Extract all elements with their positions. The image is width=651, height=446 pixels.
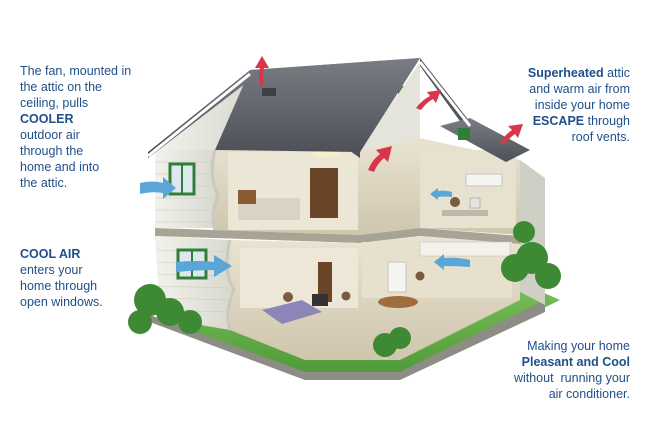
floor-slab	[155, 228, 520, 244]
hot-arrow-gable-vent	[416, 90, 441, 110]
red-airflow-arrow-icon	[255, 56, 269, 86]
pleasant-caption-line-1: Making your home	[527, 339, 630, 353]
foundation	[150, 300, 545, 380]
dormer-window	[458, 128, 470, 140]
super-caption-line-4: ESCAPE through	[486, 113, 630, 129]
red-airflow-arrow-icon	[416, 90, 441, 110]
super-caption-attic: attic	[603, 66, 630, 80]
blue-airflow-arrow-icon	[430, 188, 452, 200]
hot-arrow-attic-center	[368, 146, 392, 172]
person-in-kitchen	[415, 271, 425, 281]
hot-arrow-dormer	[500, 124, 523, 145]
cool-arrow-upper-window	[140, 177, 176, 199]
fan-caption-line-2: the attic on the	[20, 80, 103, 94]
interior-door	[318, 262, 332, 302]
roof-eave-left	[147, 72, 251, 158]
cool-arrow-lower-right	[434, 254, 470, 270]
blue-airflow-arrow-icon	[434, 254, 470, 270]
cool-air-caption: COOL AIR enters your home through open w…	[20, 246, 103, 310]
fan-caption-line-6: through the	[20, 144, 84, 158]
cool-arrow-upper-right	[430, 188, 452, 200]
roof-surface	[215, 58, 420, 152]
pleasant-caption-line-2-wrap: Pleasant and Cool	[478, 354, 630, 370]
shrubs-right	[373, 221, 561, 357]
closet-door	[310, 168, 338, 218]
pleasant-caption-line-4: air conditioner.	[548, 387, 630, 401]
cool-arrow-lower-window	[176, 255, 232, 277]
super-caption-line-5: roof vents.	[571, 130, 630, 144]
roof-eave-right	[418, 61, 472, 127]
cutaway-edge	[210, 149, 220, 231]
super-caption-escape: ESCAPE	[532, 114, 585, 128]
fan-caption-line-3: ceiling, pulls	[20, 96, 89, 110]
cross-gable-roof	[420, 58, 470, 124]
pleasant-caption-heading: Pleasant and Cool	[521, 355, 630, 369]
fan-caption-cooler: COOLER	[20, 112, 74, 126]
air-conditioner-unit	[465, 173, 503, 187]
desk	[442, 210, 488, 216]
fan-caption: The fan, mounted in the attic on the cei…	[20, 63, 131, 191]
cool-caption-line-4: open windows.	[20, 295, 103, 309]
tv-set	[312, 294, 328, 306]
pleasant-caption-line-3: without running your	[513, 371, 630, 385]
person-on-sofa	[283, 292, 293, 302]
bed-headboard	[238, 190, 256, 204]
blue-airflow-arrow-icon	[140, 177, 176, 199]
cool-caption-line-3: home through	[20, 279, 98, 293]
fan-caption-line-8: the attic.	[20, 176, 68, 190]
fan-caption-line-5: outdoor air	[20, 128, 80, 142]
fan-caption-line-7: home and into	[20, 160, 100, 174]
super-caption-line-3: inside your home	[534, 98, 630, 112]
cutaway-edge-lower	[225, 239, 236, 331]
pleasant-caption: Making your home Pleasant and Cool witho…	[478, 338, 630, 402]
red-airflow-arrow-icon	[500, 124, 523, 145]
office-back-wall	[420, 150, 516, 228]
superheated-caption: Superheated attic and warm air from insi…	[486, 65, 630, 145]
cool-caption-line-2: enters your	[20, 263, 83, 277]
computer-monitor	[469, 197, 481, 209]
red-airflow-arrow-icon	[368, 146, 392, 172]
super-caption-line-2: and warm air from	[529, 82, 630, 96]
person-at-desk	[450, 197, 460, 207]
cool-caption-heading: COOL AIR	[20, 247, 81, 261]
shrubs-left	[128, 284, 202, 334]
super-caption-superheated: Superheated	[527, 66, 604, 80]
blue-airflow-arrow-icon	[176, 255, 232, 277]
super-caption-line-1: Superheated attic	[486, 65, 630, 81]
upper-window	[168, 162, 196, 196]
fan-caption-line-1: The fan, mounted in	[20, 64, 132, 78]
sofa	[262, 300, 322, 324]
refrigerator	[387, 261, 407, 293]
roof-vent	[262, 88, 276, 96]
super-caption-through: through	[584, 114, 630, 128]
person-standing	[341, 291, 351, 301]
hot-arrow-roof-vent	[255, 56, 269, 86]
fan-caption-line-4-wrap: COOLER	[20, 111, 131, 127]
dining-table	[378, 296, 418, 308]
cool-caption-line-1-wrap: COOL AIR	[20, 246, 103, 262]
living-room-wall	[240, 248, 358, 308]
kitchen-cabinets	[419, 241, 511, 257]
